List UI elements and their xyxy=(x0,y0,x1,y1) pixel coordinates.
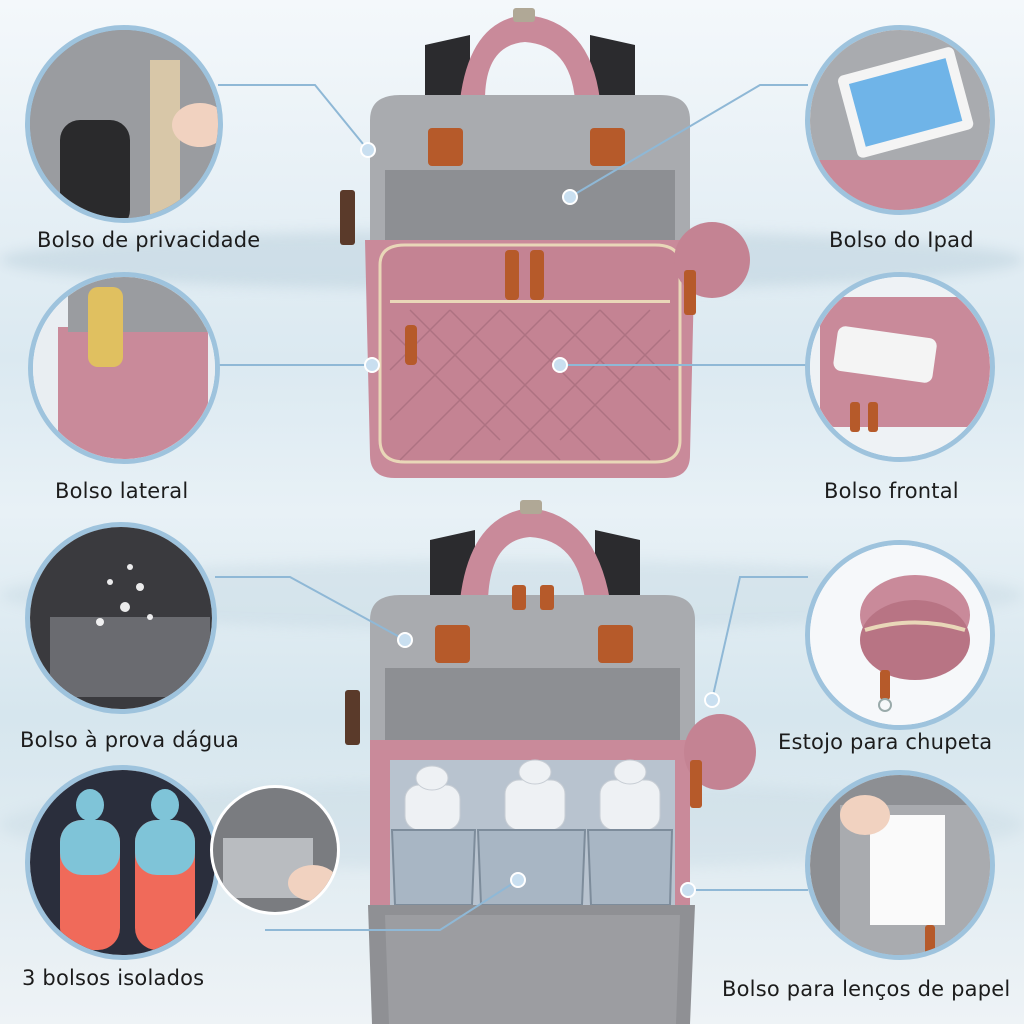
waterproof-pocket-detail xyxy=(25,522,217,714)
ipad-pocket-detail xyxy=(805,25,995,215)
backpack-top xyxy=(340,8,750,478)
callout-dots xyxy=(360,142,720,898)
water-splash-icon xyxy=(96,564,153,626)
label-pacifier-case: Estojo para chupeta xyxy=(778,730,993,754)
tissue-pocket-detail xyxy=(805,770,995,960)
phone-icon xyxy=(833,326,937,383)
baby-bottle-icon xyxy=(60,789,195,950)
tablet-icon xyxy=(838,47,974,158)
insulated-lining-detail xyxy=(210,785,340,915)
umbrella-icon xyxy=(88,287,123,367)
label-front-pocket: Bolso frontal xyxy=(824,479,959,503)
label-waterproof-pocket: Bolso à prova dágua xyxy=(20,728,239,752)
insulated-pockets-detail xyxy=(25,765,220,960)
backpack-bottom xyxy=(345,500,756,1024)
label-side-pocket: Bolso lateral xyxy=(55,479,189,503)
label-privacy-pocket: Bolso de privacidade xyxy=(37,228,261,252)
callout-lines xyxy=(215,84,808,931)
privacy-pocket-detail xyxy=(25,25,223,223)
front-pocket-detail xyxy=(805,272,995,462)
label-insulated-pockets: 3 bolsos isolados xyxy=(22,966,205,990)
tissue-icon xyxy=(870,815,945,925)
side-pocket-detail xyxy=(28,272,220,464)
pacifier-case-icon xyxy=(860,575,970,712)
label-tissue-pocket: Bolso para lenços de papel xyxy=(722,977,1011,1001)
label-ipad-pocket: Bolso do Ipad xyxy=(829,228,974,252)
pacifier-case-detail xyxy=(805,540,995,730)
